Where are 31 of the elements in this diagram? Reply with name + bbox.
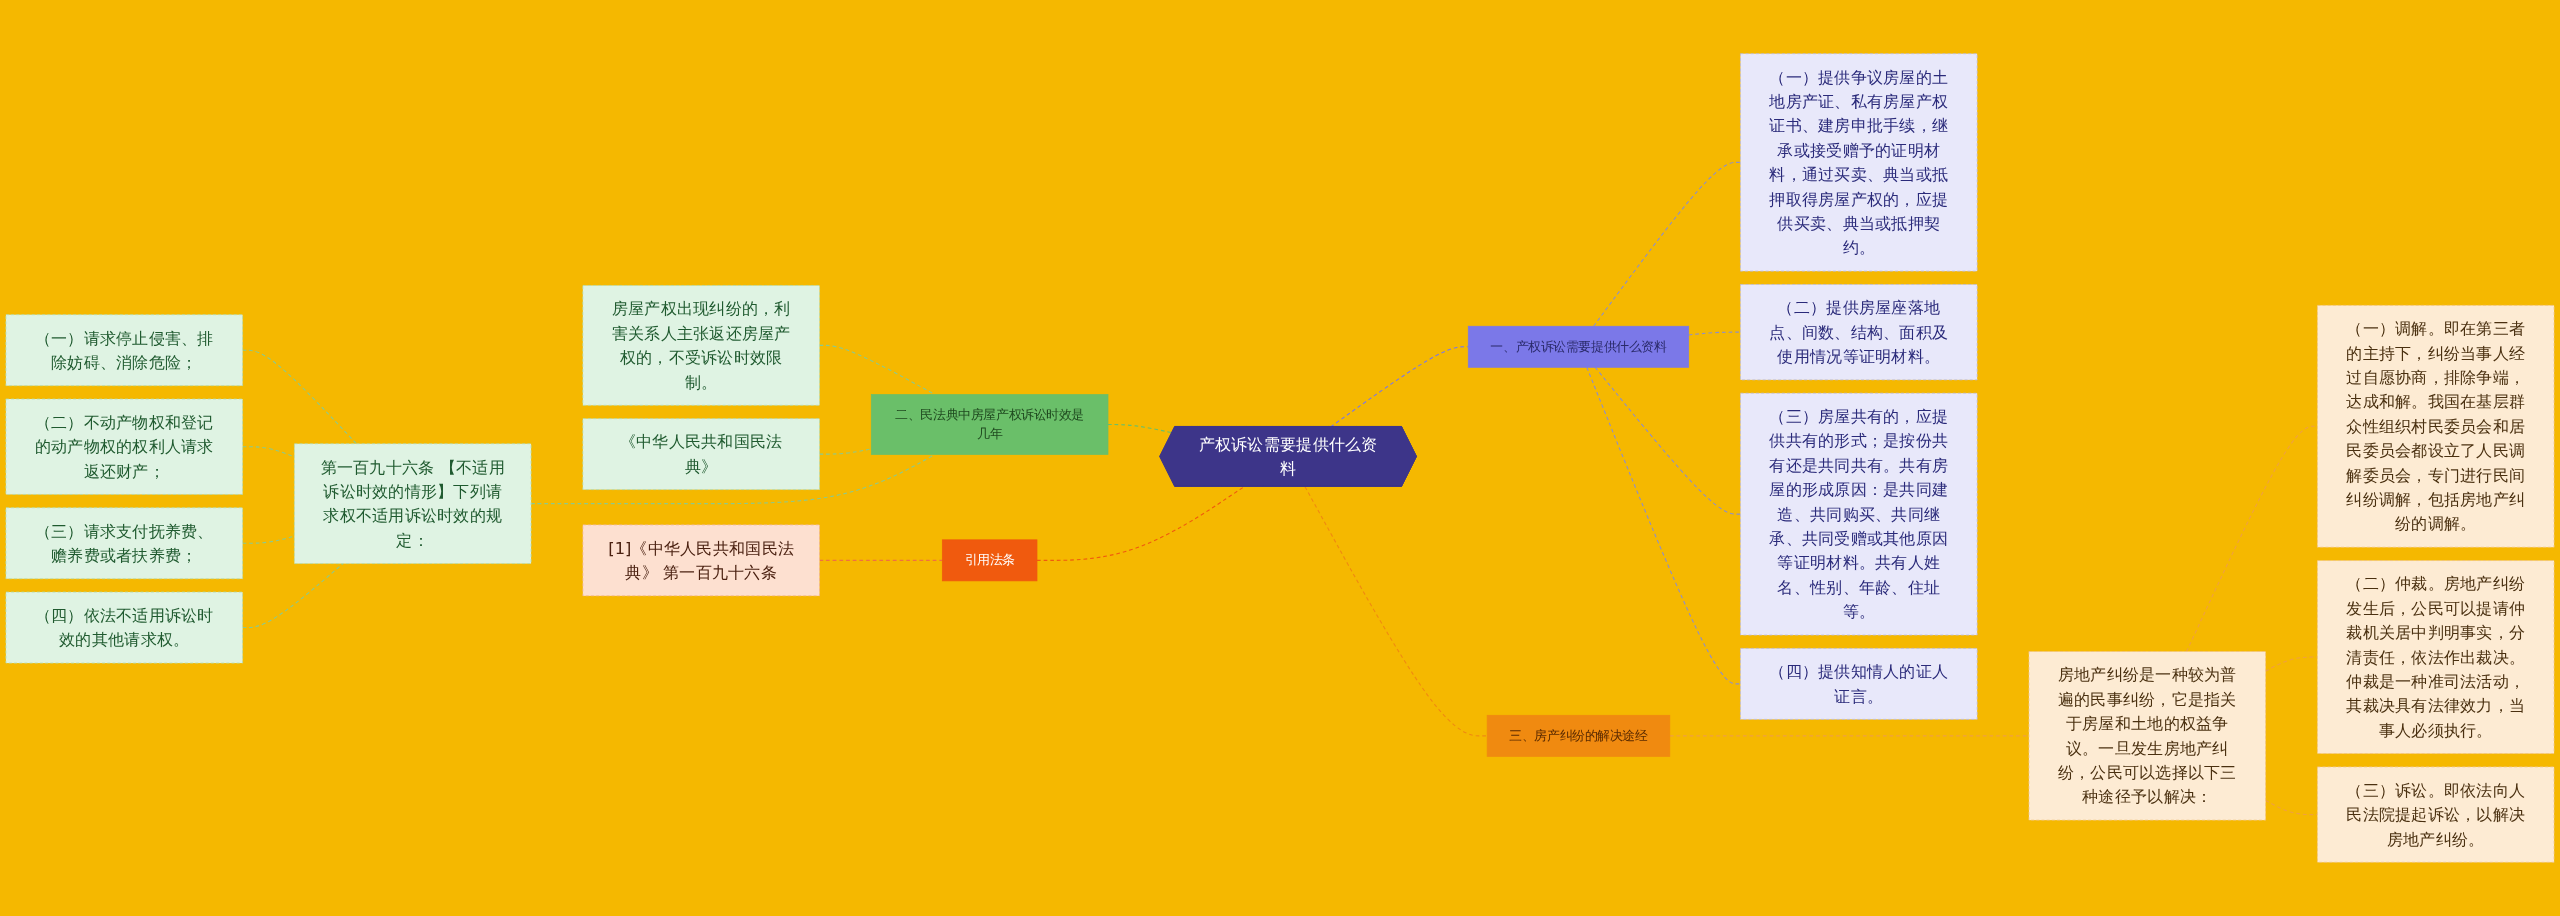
node-box: [1]《中华人民共和国民法典》 第一百九十六条 bbox=[582, 524, 820, 597]
connector bbox=[1586, 366, 1741, 685]
connector bbox=[1594, 366, 1741, 515]
node-box: （一）提供争议房屋的土地房产证、私有房屋产权证书、建房申批手续，继承或接受赠予的证明材料，通过买卖、典当或抵押取得房屋产权的，应提供买卖、典当或抵押契约。 bbox=[1740, 53, 1978, 272]
connector bbox=[242, 349, 357, 445]
node-box: （三）房屋共有的，应提供共有的形式；是按份共有还是共同共有。共有房屋的形成原因：是共同建造、共同购买、共同继承、共同受赠或其他原因等证明材料。共有人姓名、性别、年龄、住址等。 bbox=[1740, 392, 1978, 636]
node-box: （四）提供知情人的证人证言。 bbox=[1740, 648, 1978, 720]
node-box: （一）请求停止侵害、排除妨碍、消除危险； bbox=[5, 314, 243, 387]
node-box: （三）诉讼。即依法向人民法院提起诉讼，以解决房地产纠纷。 bbox=[2317, 766, 2555, 863]
connector bbox=[1304, 486, 1488, 737]
node-box: （三）请求支付抚养费、赡养费或者扶养费； bbox=[5, 507, 243, 580]
connector bbox=[2186, 425, 2318, 653]
node-box: （二）提供房屋座落地点、间数、结构、面积及使用情况等证明材料。 bbox=[1740, 284, 1978, 381]
node-box: （四）依法不适用诉讼时效的其他请求权。 bbox=[5, 591, 243, 664]
node-box: 二、民法典中房屋产权诉讼时效是几年 bbox=[870, 394, 1109, 455]
node-box: （二）不动产物权和登记的动产物权的权利人请求返还财产； bbox=[5, 398, 243, 495]
connector bbox=[242, 535, 295, 544]
connector bbox=[819, 448, 872, 455]
connector bbox=[819, 559, 943, 561]
node-box: （二）仲裁。房地产纠纷发生后，公民可以提请仲裁机关居中判明事实，分清责任，依法作出裁决。仲裁是一种准司法活动，其裁决具有法律效力，当事人必须执行。 bbox=[2317, 560, 2555, 754]
node-box: 房地产纠纷是一种较为普遍的民事纠纷，它是指关于房屋和土地的权益争议。一旦发生房地产纠纷，公民可以选择以下三种途径予以解决： bbox=[2028, 651, 2266, 821]
node-box: 三、房产纠纷的解决途经 bbox=[1486, 714, 1671, 757]
node-box: 一、产权诉讼需要提供什么资料 bbox=[1467, 325, 1690, 368]
connector bbox=[1107, 423, 1173, 434]
node-box: （一）调解。即在第三者的主持下，纠纷当事人经过自愿协商，排除争端，达成和解。我国在基层群众性组织村民委员会和居民委员会都设立了人民调解委员会，专门进行民间纠纷调解，包括房地产纠纷的调解。 bbox=[2317, 305, 2555, 548]
node-box: 房屋产权出现纠纷的，利害关系人主张返还房屋产权的，不受诉讼时效限制。 bbox=[582, 285, 820, 406]
connector bbox=[530, 453, 936, 505]
node-box: 《中华人民共和国民法典》 bbox=[582, 418, 820, 490]
connector bbox=[1688, 331, 1741, 336]
node-box: 引用法条 bbox=[941, 539, 1038, 582]
node-box: 第一百九十六条 【不适用诉讼时效的情形】下列请求权不适用诉讼时效的规定： bbox=[294, 443, 532, 564]
